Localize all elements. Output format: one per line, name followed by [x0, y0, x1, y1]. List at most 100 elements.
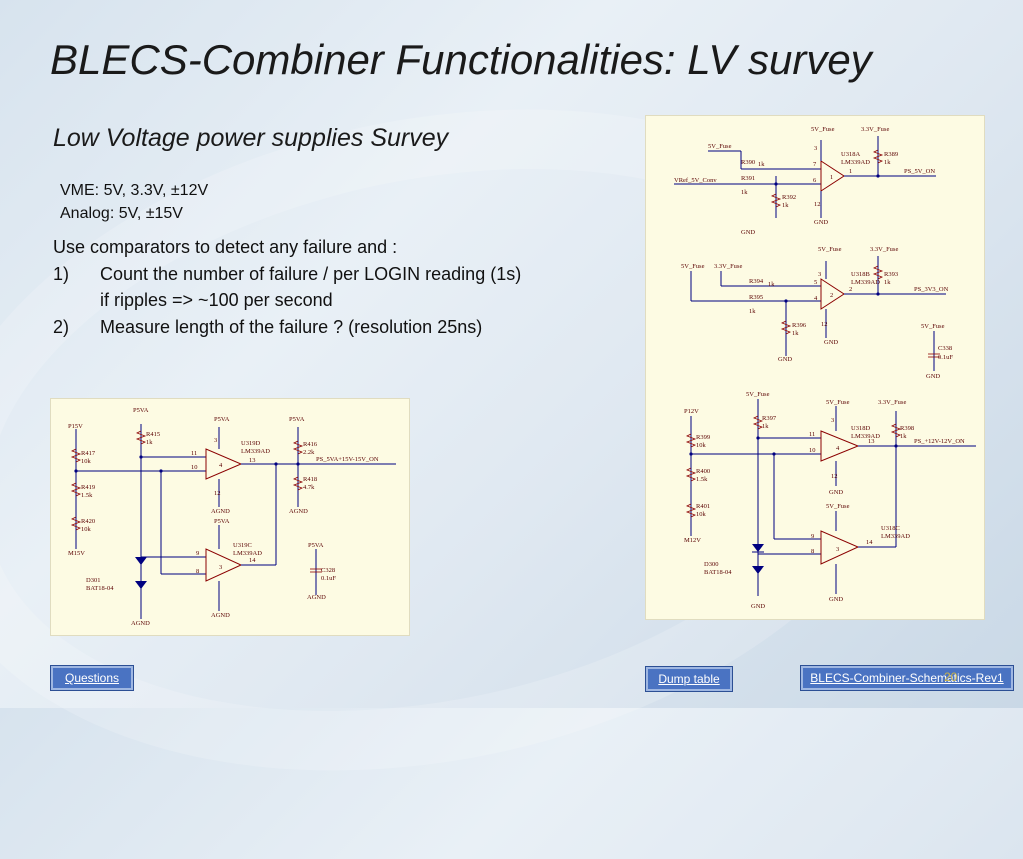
- r418-label: R418: [303, 476, 317, 483]
- item1-number: 1): [53, 264, 70, 284]
- r396-value: 1k: [792, 330, 799, 337]
- u319c-label: U319C: [233, 542, 252, 549]
- page-number: 20: [944, 670, 958, 684]
- net-5v-fuse-label: 5V_Fuse: [811, 126, 835, 133]
- p5va-4: P5VA: [214, 518, 230, 525]
- net-33v-fuse-label: 3.3V_Fuse: [861, 126, 889, 133]
- r393-value: 1k: [884, 279, 891, 286]
- pin3-l: 3: [214, 437, 217, 444]
- schematic-left-svg: P5VA P5VA P5VA P5VA P5VA P15V M15V R415 …: [68, 407, 396, 627]
- gnd-rb2: GND: [829, 596, 843, 603]
- p15v-label: P15V: [68, 423, 83, 430]
- item2-text: Measure length of the failure ? (resolut…: [100, 317, 483, 337]
- r416-value: 2.2k: [303, 449, 315, 456]
- r396-label: R396: [792, 322, 807, 329]
- schematic-right-svg: 5V_Fuse 3.3V_Fuse 5V_Fuse VRef_5V_Conv R…: [674, 126, 976, 610]
- r417-value: 10k: [81, 458, 92, 465]
- r397-label: R397: [762, 415, 777, 422]
- pin13-l: 13: [249, 457, 256, 464]
- r419-value: 1.5k: [81, 492, 93, 499]
- pin4-mid: 4: [814, 295, 818, 302]
- pin12-l: 12: [214, 490, 221, 497]
- pin13-rb: 13: [868, 438, 875, 445]
- gnd-mid: GND: [824, 339, 838, 346]
- pin10-rb: 10: [809, 447, 816, 454]
- vme-spec: VME: 5V, 3.3V, ±12V: [60, 182, 209, 199]
- mid-5v-fuse-r: 5V_Fuse: [818, 246, 842, 253]
- ps-12v-on-label: PS_+12V-12V_ON: [914, 438, 965, 445]
- analog-spec: Analog: 5V, ±15V: [60, 205, 183, 222]
- unit2-mid: 2: [830, 292, 833, 299]
- r400-label: R400: [696, 468, 710, 475]
- r420-value: 10k: [81, 526, 92, 533]
- r389-label: R389: [884, 151, 898, 158]
- gnd-top2: GND: [741, 229, 755, 236]
- r398-label: R398: [900, 425, 914, 432]
- pin9-l: 9: [196, 550, 199, 557]
- r393-label: R393: [884, 271, 898, 278]
- u319d-part: LM339AD: [241, 448, 270, 455]
- r395-value: 1k: [749, 308, 756, 315]
- r399-value: 10k: [696, 442, 707, 449]
- mid-5v-fuse: 5V_Fuse: [681, 263, 705, 270]
- intro-text: Use comparators to detect any failure an…: [53, 237, 398, 257]
- r394-value: 1k: [768, 281, 775, 288]
- m12v-label: M12V: [684, 537, 701, 544]
- r394-label: R394: [749, 278, 764, 285]
- c338-net: 5V_Fuse: [921, 323, 945, 330]
- rb-5v-fuse-l: 5V_Fuse: [826, 503, 850, 510]
- questions-button[interactable]: Questions: [50, 665, 134, 691]
- pin6-top: 6: [813, 177, 817, 184]
- pin10-l: 10: [191, 464, 198, 471]
- pin1-top: 1: [849, 168, 852, 175]
- slide-subtitle: Low Voltage power supplies Survey: [53, 124, 449, 152]
- pin3-rb: 3: [831, 417, 834, 424]
- p5va-3: P5VA: [289, 416, 305, 423]
- pin12-rb: 12: [831, 473, 838, 480]
- mid-33v-fuse: 3.3V_Fuse: [714, 263, 742, 270]
- u318d-label: U318D: [851, 425, 870, 432]
- pin8-rb: 8: [811, 548, 814, 555]
- pin2-mid: 2: [849, 286, 852, 293]
- pin7-top: 7: [813, 161, 817, 168]
- u318a-label: U318A: [841, 151, 860, 158]
- d301-label: D301: [86, 577, 100, 584]
- rb-33v-fuse: 3.3V_Fuse: [878, 399, 906, 406]
- agnd-4: AGND: [307, 594, 326, 601]
- u318b-part: LM339AD: [851, 279, 880, 286]
- c328-value: 0.1uF: [321, 575, 336, 582]
- unit3-l: 3: [219, 564, 222, 571]
- r401-value: 10k: [696, 511, 707, 518]
- r400-value: 1.5k: [696, 476, 708, 483]
- r418-value: 4.7k: [303, 484, 315, 491]
- net-5v-fuse2-label: 5V_Fuse: [708, 143, 732, 150]
- r419-label: R419: [81, 484, 95, 491]
- u318a-part: LM339AD: [841, 159, 870, 166]
- r391-value: 1k: [741, 189, 748, 196]
- u319c-part: LM339AD: [233, 550, 262, 557]
- c338-value: 0.1uF: [938, 354, 953, 361]
- agnd-3: AGND: [211, 612, 230, 619]
- r389-value: 1k: [884, 159, 891, 166]
- r390-value: 1k: [758, 161, 765, 168]
- dump-table-button[interactable]: Dump table: [645, 666, 733, 692]
- m15v-label: M15V: [68, 550, 85, 557]
- d300-part: BAT18-04: [704, 569, 732, 576]
- u318b-label: U318B: [851, 271, 870, 278]
- rb-5v-fuse: 5V_Fuse: [746, 391, 770, 398]
- gnd-rb: GND: [829, 489, 843, 496]
- u319d-label: U319D: [241, 440, 260, 447]
- r417-label: R417: [81, 450, 96, 457]
- agnd-1: AGND: [211, 508, 230, 515]
- pin8-l: 8: [196, 568, 199, 575]
- pin5-mid: 5: [814, 279, 817, 286]
- rb-5v-fuse-r: 5V_Fuse: [826, 399, 850, 406]
- schematics-link-button[interactable]: BLECS-Combiner-Schematics-Rev1: [800, 665, 1014, 691]
- schematic-panel-left: P5VA P5VA P5VA P5VA P5VA P15V M15V R415 …: [50, 398, 410, 636]
- u318c-label: U318C: [881, 525, 900, 532]
- r420-label: R420: [81, 518, 95, 525]
- unit3-rb: 3: [836, 546, 839, 553]
- ps-5va-on-label: PS_5VA+15V-15V_ON: [316, 456, 379, 463]
- r415-value: 1k: [146, 439, 153, 446]
- vref-label: VRef_5V_Conv: [674, 177, 717, 184]
